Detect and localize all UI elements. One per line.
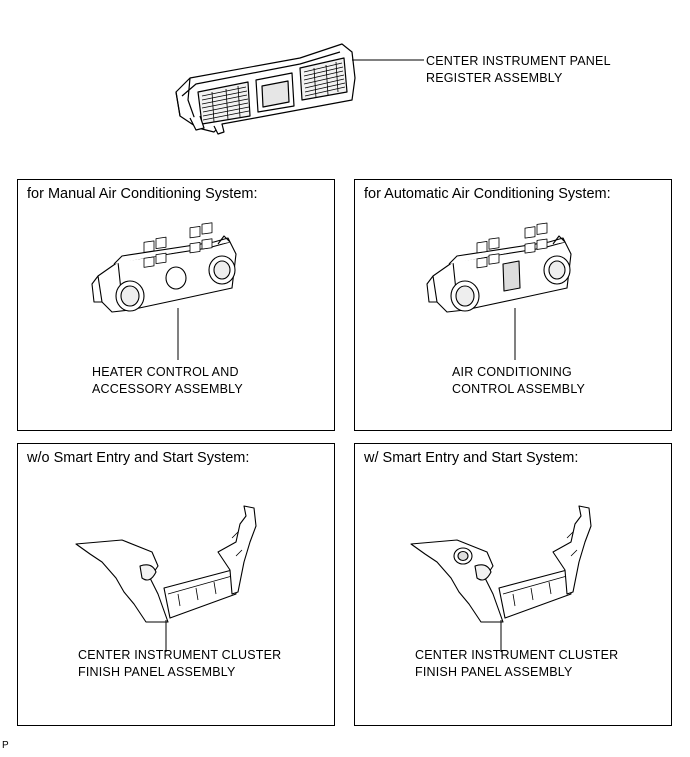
ac-control-callout: AIR CONDITIONING CONTROL ASSEMBLY: [452, 364, 585, 398]
finish-panel-callout-line1: CENTER INSTRUMENT CLUSTER: [78, 648, 282, 662]
footer-mark: P: [2, 740, 9, 751]
panel-without-smart-entry: w/o Smart Entry and Start System: CENTER…: [17, 443, 335, 726]
finish-panel-callout-line2: FINISH PANEL ASSEMBLY: [78, 665, 236, 679]
finish-panel-smart-callout: CENTER INSTRUMENT CLUSTER FINISH PANEL A…: [415, 647, 618, 681]
ac-control-callout-line1: AIR CONDITIONING: [452, 365, 572, 379]
ac-control-illustration: [426, 222, 572, 360]
register-assembly-illustration: [175, 43, 424, 135]
finish-panel-smart-callout-line2: FINISH PANEL ASSEMBLY: [415, 665, 573, 679]
panel-title: for Manual Air Conditioning System:: [27, 186, 258, 202]
panel-with-smart-entry: w/ Smart Entry and Start System: CENTER …: [354, 443, 672, 726]
register-callout-line1: CENTER INSTRUMENT PANEL: [426, 54, 611, 68]
panel-manual-ac: for Manual Air Conditioning System:: [17, 179, 335, 431]
heater-control-callout-line2: ACCESSORY ASSEMBLY: [92, 382, 243, 396]
panel-title: w/o Smart Entry and Start System:: [27, 450, 250, 466]
heater-control-callout: HEATER CONTROL AND ACCESSORY ASSEMBLY: [92, 364, 243, 398]
heater-control-callout-line1: HEATER CONTROL AND: [92, 365, 239, 379]
register-callout-line2: REGISTER ASSEMBLY: [426, 71, 563, 85]
finish-panel-smart-callout-line1: CENTER INSTRUMENT CLUSTER: [415, 648, 619, 662]
ac-control-callout-line2: CONTROL ASSEMBLY: [452, 382, 586, 396]
panel-title: for Automatic Air Conditioning System:: [364, 186, 611, 202]
heater-control-illustration: [91, 222, 237, 360]
panel-automatic-ac: for Automatic Air Conditioning System:: [354, 179, 672, 431]
panel-title: w/ Smart Entry and Start System:: [364, 450, 579, 466]
finish-panel-callout: CENTER INSTRUMENT CLUSTER FINISH PANEL A…: [78, 647, 281, 681]
finish-panel-illustration: [75, 505, 257, 652]
register-callout: CENTER INSTRUMENT PANEL REGISTER ASSEMBL…: [426, 53, 611, 87]
finish-panel-smart-illustration: [410, 505, 592, 652]
